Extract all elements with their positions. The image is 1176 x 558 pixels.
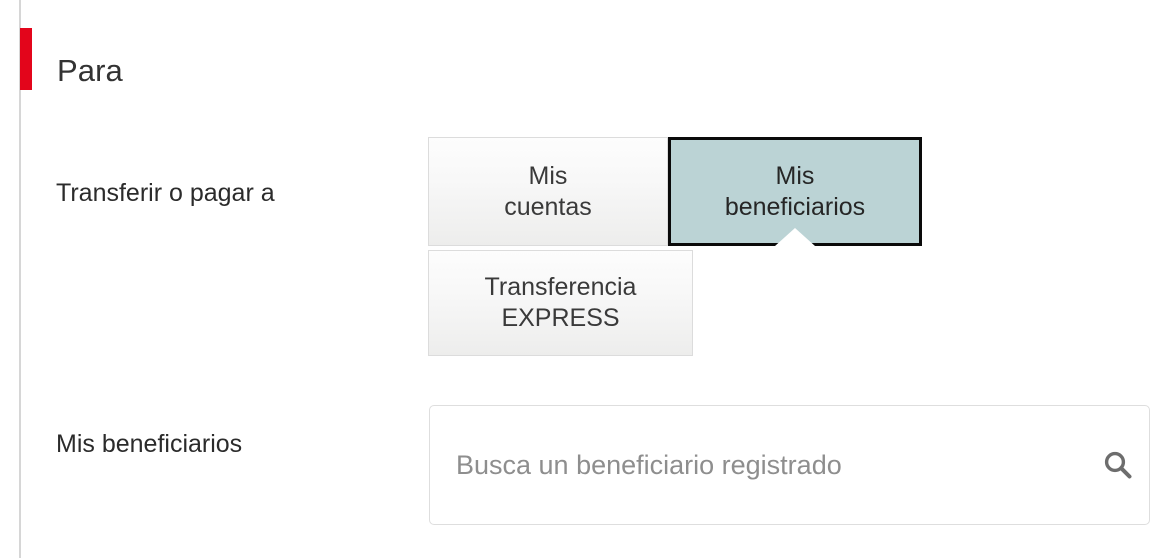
tab-mis-cuentas-label: Mis cuentas <box>504 161 592 221</box>
beneficiary-search-field[interactable] <box>429 405 1150 525</box>
tab-mis-beneficiarios-label: Mis beneficiarios <box>724 161 866 221</box>
transfer-destination-tabs: Mis cuentas Mis beneficiarios Transferen… <box>428 137 924 357</box>
tab-row-primary: Mis cuentas Mis beneficiarios <box>428 137 922 246</box>
tab-mis-cuentas[interactable]: Mis cuentas <box>428 137 668 246</box>
label-transferir-o-pagar-a: Transferir o pagar a <box>56 179 275 207</box>
tab-row-secondary: Transferencia EXPRESS <box>428 250 693 356</box>
left-rail-divider <box>19 0 21 558</box>
search-icon[interactable] <box>1087 406 1149 524</box>
page-title: Para <box>57 53 123 88</box>
selected-tab-notch-icon <box>775 228 815 246</box>
tab-transferencia-express-label: Transferencia EXPRESS <box>484 273 637 332</box>
label-mis-beneficiarios: Mis beneficiarios <box>56 430 243 458</box>
tab-transferencia-express[interactable]: Transferencia EXPRESS <box>428 250 693 356</box>
search-input[interactable] <box>430 406 1087 524</box>
tab-mis-beneficiarios[interactable]: Mis beneficiarios <box>668 137 922 246</box>
section-accent-bar <box>20 28 32 90</box>
